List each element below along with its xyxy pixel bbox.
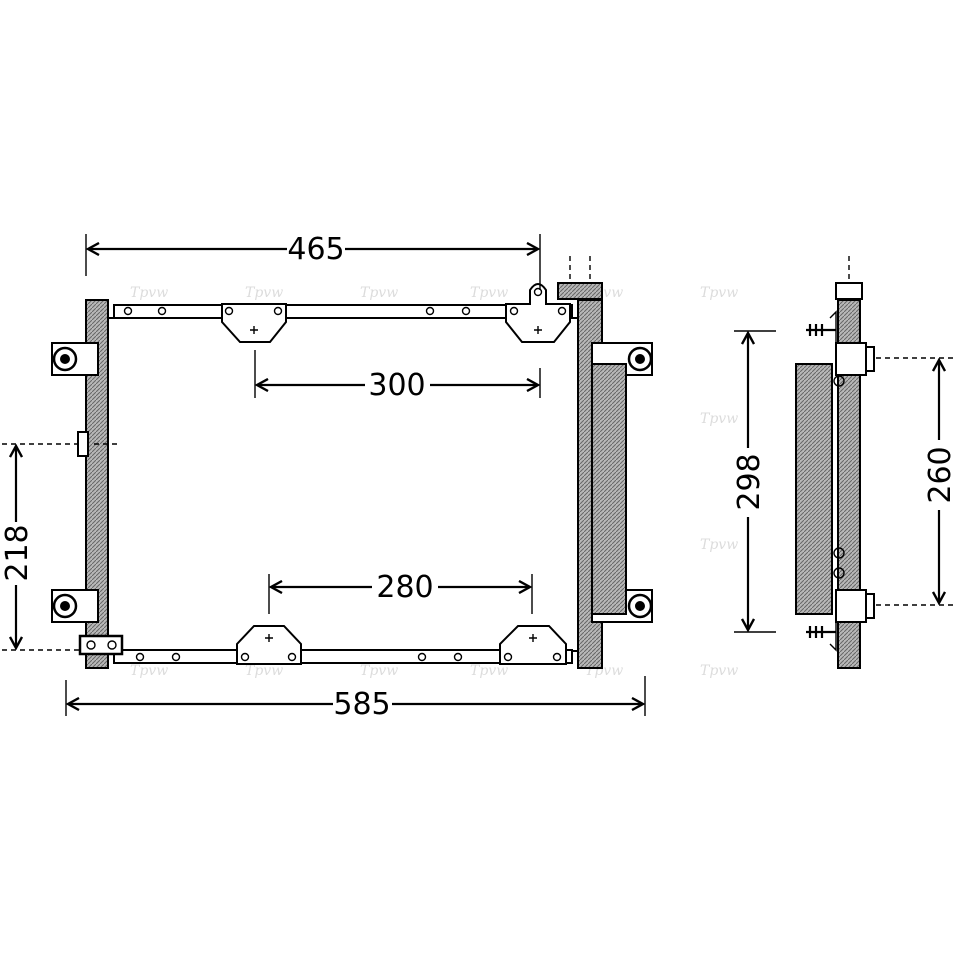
svg-text:Tpvw: Tpvw — [700, 285, 738, 301]
left-mount-lower — [51, 589, 99, 623]
dimension-overall-width-label: 585 — [333, 687, 390, 722]
condenser-front-view — [51, 256, 653, 669]
svg-text:Tpvw: Tpvw — [130, 285, 168, 301]
dimension-upper-bracket-span: 300 — [254, 350, 541, 403]
dimension-side-mount-height: 260 — [876, 357, 954, 606]
top-pipe-connector — [557, 256, 603, 300]
side-bolt-lower — [806, 620, 837, 652]
svg-text:Tpvw: Tpvw — [360, 663, 398, 679]
side-bolt-upper — [806, 310, 837, 344]
side-top-connector — [835, 256, 863, 300]
dimension-upper-bracket-span-label: 300 — [368, 368, 425, 403]
svg-text:Tpvw: Tpvw — [245, 285, 283, 301]
dimension-side-mount-height-label: 260 — [923, 446, 954, 503]
dimension-lower-bracket-span-label: 280 — [376, 570, 433, 605]
left-tank-stud — [77, 431, 89, 457]
svg-text:Tpvw: Tpvw — [700, 537, 738, 553]
top-bracket-right — [505, 283, 571, 343]
svg-text:Tpvw: Tpvw — [360, 285, 398, 301]
dimension-lower-bracket-span: 280 — [268, 570, 533, 614]
dimension-overall-width: 585 — [65, 676, 646, 722]
dimension-side-height-label: 298 — [732, 453, 767, 510]
dimension-top-width: 465 — [85, 232, 541, 290]
side-mount-lower — [833, 547, 875, 623]
svg-text:Tpvw: Tpvw — [470, 663, 508, 679]
side-receiver-drier — [795, 363, 833, 615]
dimension-top-width-label: 465 — [287, 232, 344, 267]
svg-text:Tpvw: Tpvw — [700, 663, 738, 679]
bottom-bracket-right — [499, 625, 567, 665]
top-rail-rivets — [123, 306, 471, 316]
left-pipe-fitting — [78, 634, 124, 656]
svg-text:Tpvw: Tpvw — [470, 285, 508, 301]
svg-text:Tpvw: Tpvw — [130, 663, 168, 679]
left-header-tank — [85, 299, 109, 669]
receiver-drier — [591, 363, 627, 615]
top-bracket-left — [221, 303, 287, 343]
svg-text:Tpvw: Tpvw — [700, 411, 738, 427]
bottom-bracket-left — [236, 625, 302, 665]
condenser-side-view — [795, 256, 875, 669]
dimension-side-height: 298 — [732, 330, 776, 633]
dimension-left-height-label: 218 — [0, 524, 35, 581]
left-mount-upper — [51, 342, 99, 376]
svg-text:Tpvw: Tpvw — [245, 663, 283, 679]
dimension-left-height: 218 — [0, 443, 118, 651]
side-mount-upper — [833, 342, 875, 387]
bottom-rail-rivets — [135, 652, 463, 662]
top-rail — [113, 304, 573, 319]
condenser-core — [107, 317, 579, 652]
